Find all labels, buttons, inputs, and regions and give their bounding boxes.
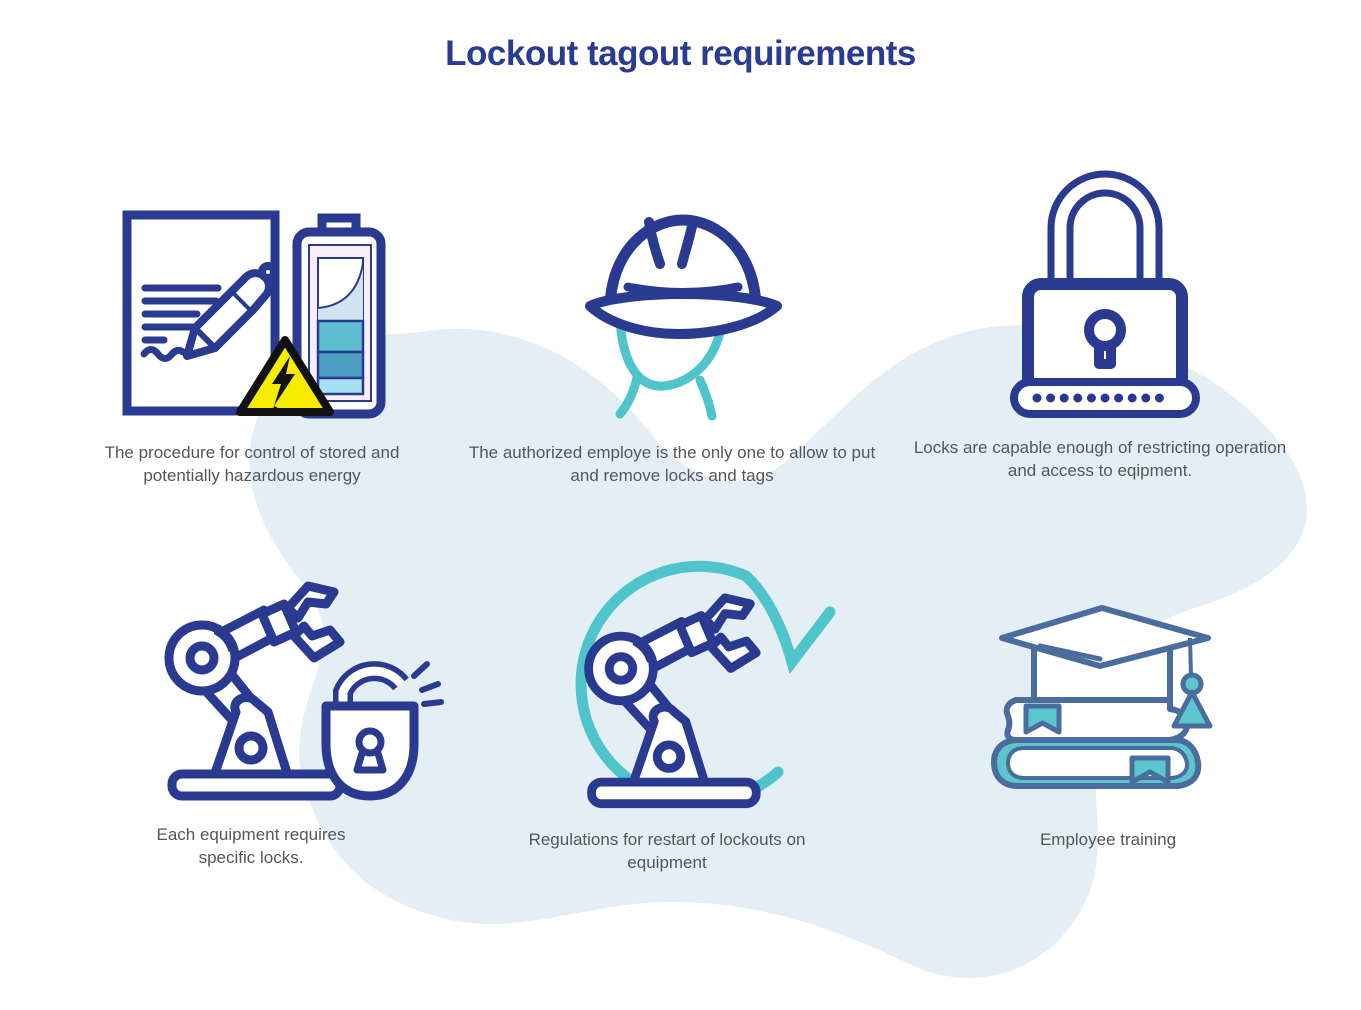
- caption-employee-training: Employee training: [1039, 830, 1177, 849]
- robot-arm-restart-icon: [575, 560, 836, 809]
- caption-lock-capability: Locks are capable enough of restricting …: [913, 438, 1287, 480]
- caption-restart-regulations: Regulations for restart of lockouts on e…: [528, 830, 806, 872]
- books-graduation-cap-icon: [991, 605, 1213, 789]
- caption-stored-energy: The procedure for control of stored and …: [104, 443, 400, 485]
- password-dots: [1032, 393, 1164, 403]
- caption-authorized-employee: The authorized employe is the only one t…: [468, 443, 876, 485]
- caption-specific-locks: Each equipment requires specific locks.: [156, 825, 346, 867]
- page-title: Lockout tagout requirements: [445, 34, 916, 73]
- padlock-password-icon: [1010, 170, 1200, 418]
- click-sparkle-lines: [411, 661, 444, 707]
- open-padlock-icon: [321, 661, 444, 801]
- document-battery-hazard-icon: [122, 210, 386, 419]
- robot-arm-open-lock-icon: [164, 581, 444, 801]
- high-voltage-warning-icon: [236, 336, 334, 416]
- hard-hat-icon: [585, 214, 782, 421]
